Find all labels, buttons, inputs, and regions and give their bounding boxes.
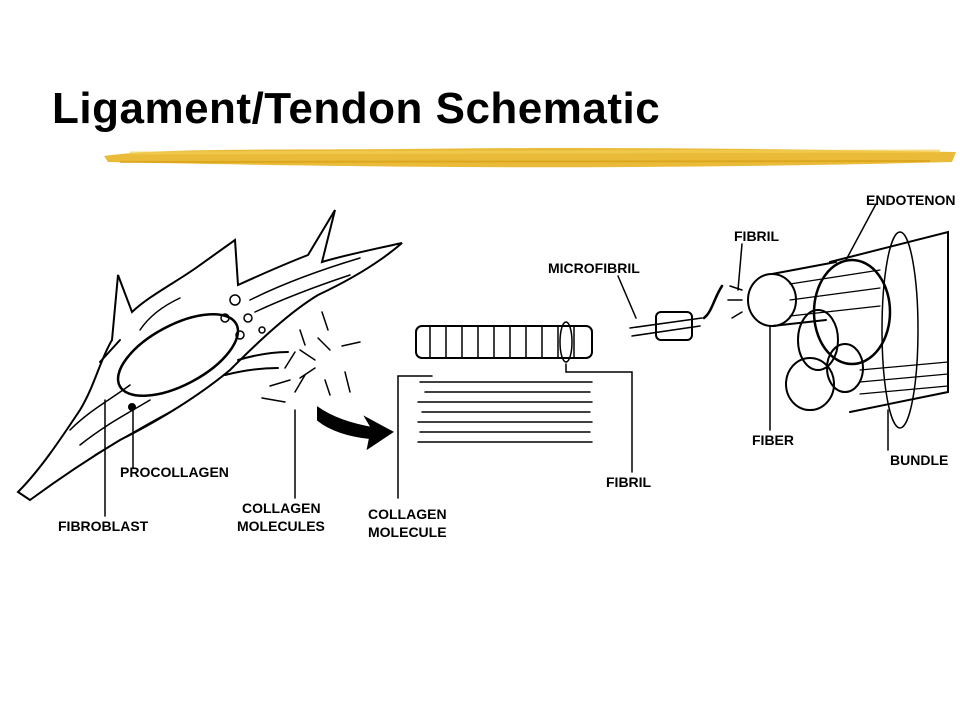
title-underline <box>104 148 956 168</box>
label-microfibril: MICROFIBRIL <box>548 260 640 276</box>
collagen-array <box>417 381 593 443</box>
tendon-hierarchy-illustration <box>16 203 949 517</box>
label-collagen-molecule-2: MOLECULE <box>368 524 447 540</box>
striated-fibril <box>415 321 593 363</box>
assembly-arrow-icon <box>317 406 394 451</box>
label-fibril-top: FIBRIL <box>734 228 780 244</box>
label-procollagen: PROCOLLAGEN <box>120 464 229 480</box>
label-fibroblast: FIBROBLAST <box>58 518 149 534</box>
label-collagen-molecule-1: COLLAGEN <box>368 506 447 522</box>
slide-title: Ligament/Tendon Schematic <box>52 84 661 133</box>
label-collagen-molecules-1: COLLAGEN <box>242 500 321 516</box>
collagen-molecules-cluster <box>261 311 361 403</box>
label-fiber: FIBER <box>752 432 794 448</box>
fibroblast-cell <box>16 209 403 502</box>
label-leader-lines <box>104 203 889 517</box>
label-bundle: BUNDLE <box>890 452 949 468</box>
label-collagen-molecules-2: MOLECULES <box>237 518 325 534</box>
label-endotenon: ENDOTENON <box>866 192 956 208</box>
fiber-bundle <box>727 230 949 429</box>
microfibril <box>629 284 724 341</box>
label-fibril-bottom: FIBRIL <box>606 474 652 490</box>
